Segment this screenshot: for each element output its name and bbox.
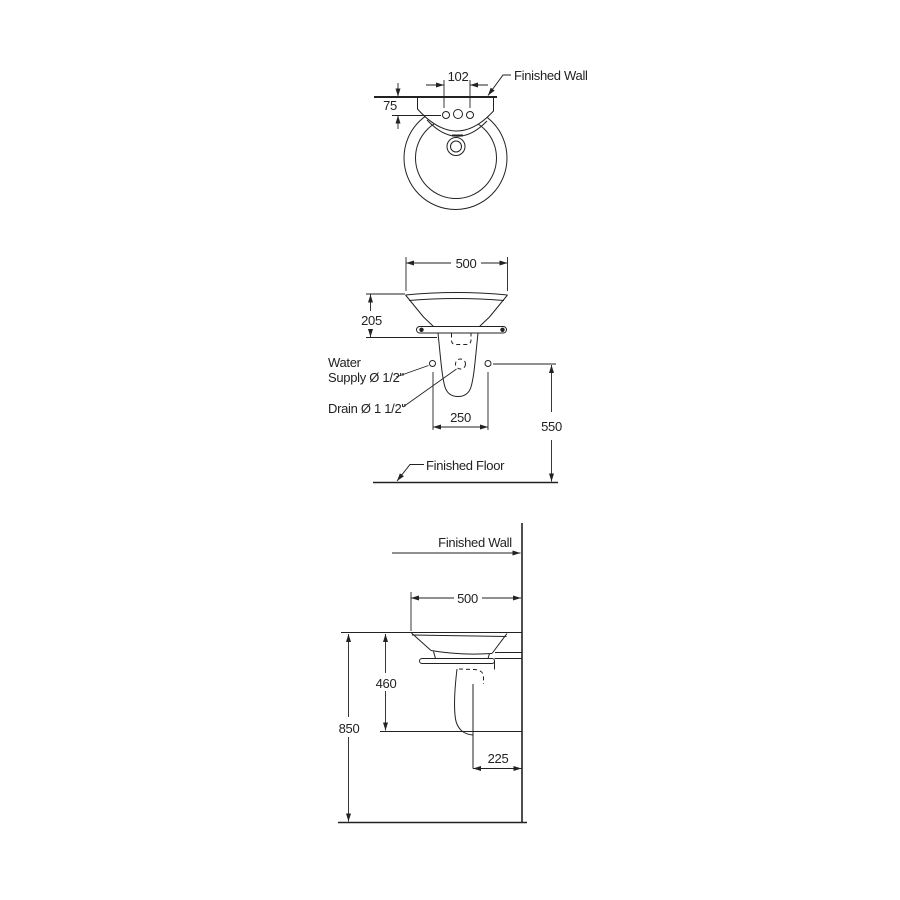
side-view: Finished Wall 500	[338, 523, 527, 824]
dim-floor-to-rim: 850	[339, 634, 360, 822]
finished-floor-label: Finished Floor	[426, 458, 505, 473]
side-tailpiece-hidden	[458, 668, 484, 684]
dim-drain-to-wall: 225	[473, 751, 522, 771]
dim-rim-to-trap: 460	[376, 634, 397, 731]
water-supply-left	[429, 360, 436, 367]
front-view: 500 Water Supply Ø 1/2" Drain Ø 1 1/2"	[328, 256, 562, 484]
dim-supply-spacing: 250	[432, 372, 489, 430]
dim-basin-height: 205	[361, 293, 437, 338]
side-bracket	[419, 658, 495, 664]
dim-205-text: 205	[361, 313, 382, 328]
dim-75-text: 75	[383, 98, 397, 113]
dim-550-text: 550	[541, 419, 562, 434]
drain-inner-circle	[450, 140, 462, 153]
drain-callout: Drain Ø 1 1/2"	[328, 368, 457, 416]
plan-view: Finished Wall 102 75	[374, 68, 588, 210]
faucet-hole-right	[466, 111, 474, 119]
drain-hidden-circle	[455, 358, 466, 370]
water-supply-right	[484, 360, 492, 367]
dim-850-text: 850	[339, 721, 360, 736]
side-pedestal-edge	[453, 668, 474, 736]
water-supply-label-line1: Water	[328, 355, 362, 370]
bracket-bolt-right	[500, 327, 505, 332]
front-basin-outline	[405, 292, 508, 398]
side-basin-outline	[411, 632, 522, 769]
dim-250-text: 250	[450, 410, 471, 425]
drain-tailpiece-hidden	[451, 333, 472, 345]
plan-finished-wall-callout: Finished Wall	[487, 68, 588, 96]
water-supply-callout: Water Supply Ø 1/2"	[328, 355, 429, 385]
finished-floor-callout: Finished Floor	[396, 458, 505, 482]
plan-basin-outline	[403, 97, 508, 210]
dim-basin-depth: 500	[410, 591, 521, 631]
faucet-hole-center	[453, 109, 463, 119]
drain-label: Drain Ø 1 1/2"	[328, 401, 406, 416]
dim-basin-width: 500	[405, 256, 508, 291]
side-finished-wall-label: Finished Wall	[438, 535, 512, 550]
dim-500-side-text: 500	[457, 591, 478, 606]
dim-102-text: 102	[448, 69, 469, 84]
dim-460-text: 460	[376, 676, 397, 691]
dim-225-text: 225	[488, 751, 509, 766]
dim-wall-to-holes: 75	[383, 83, 441, 129]
faucet-hole-left	[442, 111, 450, 119]
side-finished-wall-callout: Finished Wall	[392, 535, 521, 556]
plan-finished-wall-label: Finished Wall	[514, 68, 588, 83]
dim-faucet-spacing: 102	[426, 69, 488, 108]
water-supply-label-line2: Supply Ø 1/2"	[328, 370, 405, 385]
pedestal-outline	[437, 332, 479, 398]
mounting-bracket	[416, 326, 507, 334]
bracket-bolt-left	[419, 327, 424, 332]
dim-500-front-text: 500	[456, 256, 477, 271]
drain-outer-circle	[446, 137, 466, 156]
dim-floor-to-supply: 550	[493, 363, 562, 482]
